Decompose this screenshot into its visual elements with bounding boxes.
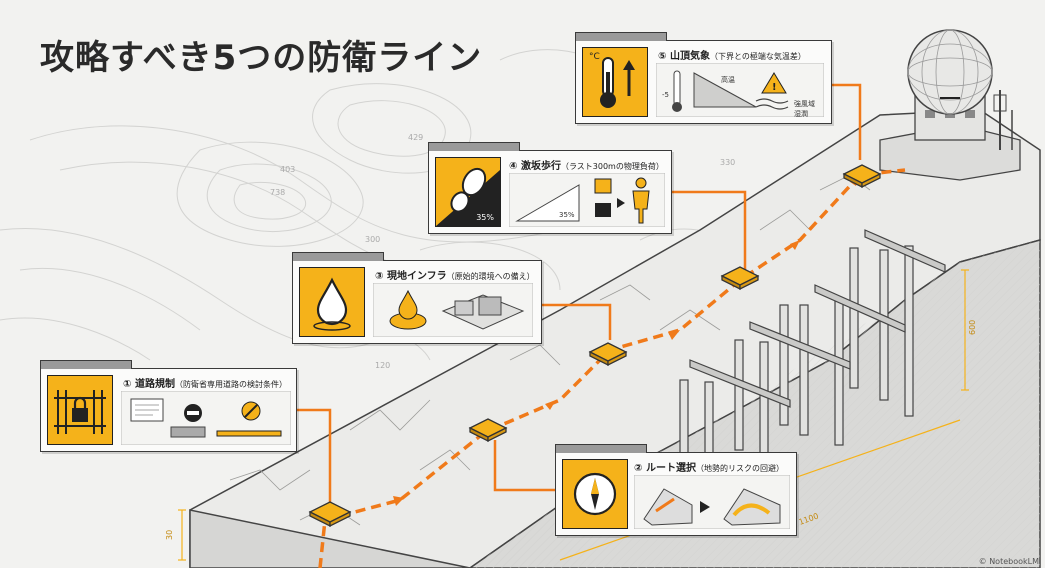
card-tab — [575, 32, 667, 41]
thermometer-icon: °C — [582, 47, 648, 117]
slope-and-body-illustration — [509, 173, 665, 227]
card-steep-slope: 35% ④ 激坂歩行（ラスト300mの物理負荷） 35% — [428, 142, 672, 234]
route-nodes — [308, 164, 882, 528]
dimension-label-right: 600 — [968, 320, 977, 335]
temp-unit-label: °C — [589, 52, 600, 62]
leader-lines — [295, 83, 862, 505]
card-heading: ③ 現地インフラ（原始的環境への備え） — [375, 271, 535, 282]
card-tab — [40, 360, 132, 369]
weather-mini-label: 強風域 — [794, 100, 815, 108]
road-barrier-illustration — [121, 391, 291, 445]
card-heading: ⑤ 山頂気象（下界との極端な気温差） — [658, 51, 806, 62]
slope-badge: 35% — [474, 213, 496, 222]
boot-print-icon: 35% — [435, 157, 501, 227]
card-tab — [428, 142, 520, 151]
card-road-regulation: ① 道路規制（防衛省専用道路の検討条件） — [40, 360, 297, 452]
card-tab — [555, 444, 647, 453]
weather-mini-label: 高温 — [721, 76, 735, 84]
page-title: 攻略すべき5つの防衛ライン — [40, 38, 483, 78]
card-heading: ① 道路規制（防衛省専用道路の検討条件） — [123, 379, 287, 390]
topo-label: 120 — [375, 361, 390, 370]
topo-label: 300 — [365, 235, 380, 244]
svg-text:!: ! — [772, 82, 777, 93]
terrain-detour-illustration — [634, 475, 790, 529]
dimension-label-left: 30 — [165, 530, 174, 540]
topo-label: 403 — [280, 165, 295, 174]
weather-mini-label: 湿潤 — [794, 110, 808, 118]
weather-mini-label: -5 — [662, 91, 669, 99]
topo-label: 429 — [408, 133, 423, 142]
topo-label: 330 — [720, 158, 735, 167]
slope-percent-label: 35% — [559, 211, 575, 219]
water-and-facility-illustration — [373, 283, 533, 337]
card-tab — [292, 252, 384, 261]
card-summit-weather: °C ⑤ 山頂気象（下界との極端な気温差） ! 高温 -5 強風域 湿潤 — [575, 32, 832, 124]
water-drop-icon — [299, 267, 365, 337]
compass-icon — [562, 459, 628, 529]
card-heading: ② ルート選択（地勢的リスクの回避） — [634, 463, 784, 474]
card-local-infra: ③ 現地インフラ（原始的環境への備え） — [292, 252, 542, 344]
radar-dome-building — [879, 29, 1021, 181]
credit-label: © NotebookLM — [978, 557, 1039, 566]
lock-gate-icon — [47, 375, 113, 445]
temperature-gradient-illustration: ! — [656, 63, 824, 117]
card-heading: ④ 激坂歩行（ラスト300mの物理負荷） — [509, 161, 664, 172]
card-route-selection: ② ルート選択（地勢的リスクの回避） — [555, 444, 797, 536]
topo-label: 738 — [270, 188, 285, 197]
